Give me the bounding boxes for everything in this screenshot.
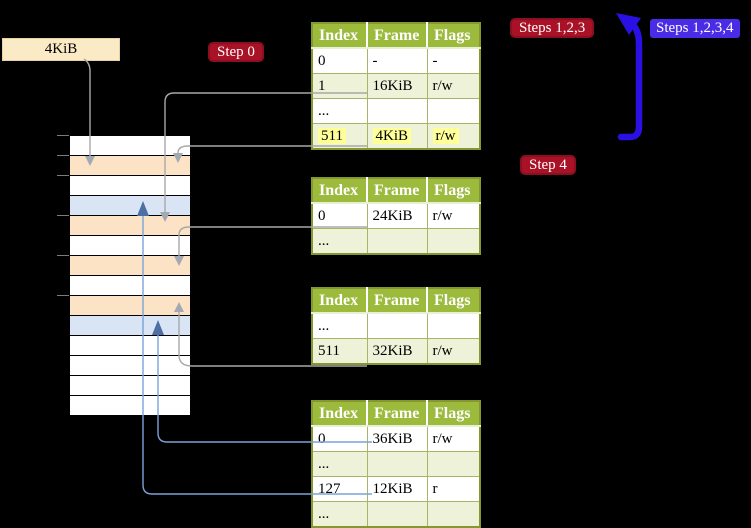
highlighted-value: r/w bbox=[432, 127, 459, 144]
address-tick bbox=[57, 155, 69, 156]
step4-badge: Step 4 bbox=[520, 155, 576, 175]
physical-memory-strip bbox=[70, 135, 190, 416]
table-cell bbox=[426, 501, 481, 528]
table-cell: 511 bbox=[311, 123, 368, 150]
column-header-flags: Flags bbox=[427, 23, 480, 49]
column-header-flags: Flags bbox=[427, 401, 480, 427]
column-header-index: Index bbox=[312, 288, 368, 314]
memory-frame-row-12 bbox=[70, 376, 190, 396]
steps-123-badge: Steps 1,2,3 bbox=[510, 18, 595, 38]
column-header-frame: Frame bbox=[367, 288, 428, 314]
memory-frame-row-2 bbox=[70, 176, 190, 196]
table-cell: 0 bbox=[311, 202, 368, 229]
table-cell bbox=[366, 98, 428, 124]
table-cell: ... bbox=[311, 501, 368, 528]
table-cell bbox=[366, 451, 428, 477]
table-cell: 511 bbox=[311, 338, 368, 365]
address-tick bbox=[57, 295, 69, 296]
table-cell: r/w bbox=[426, 338, 481, 365]
table-cell bbox=[366, 228, 428, 255]
table-row: ... bbox=[311, 98, 481, 124]
memory-frame-row-7 bbox=[70, 276, 190, 296]
table-row: ... bbox=[311, 451, 481, 477]
table-cell: - bbox=[366, 47, 428, 74]
table-cell bbox=[426, 451, 481, 477]
table-cell: 1 bbox=[311, 73, 368, 99]
address-tick bbox=[57, 215, 69, 216]
memory-frame-row-8 bbox=[70, 296, 190, 316]
memory-frame-row-11 bbox=[70, 356, 190, 376]
table-cell: 0 bbox=[311, 47, 368, 74]
virtual-page-box: 4KiB bbox=[2, 38, 120, 61]
memory-frame-row-3 bbox=[70, 196, 190, 216]
table-cell bbox=[366, 312, 428, 339]
steps-1234-badge: Steps 1,2,3,4 bbox=[650, 19, 740, 38]
column-header-frame: Frame bbox=[367, 401, 428, 427]
table-cell: r/w bbox=[426, 425, 481, 452]
column-header-flags: Flags bbox=[427, 288, 480, 314]
table-cell: 32KiB bbox=[366, 338, 428, 365]
table-cell bbox=[426, 312, 481, 339]
table-cell: ... bbox=[311, 312, 368, 339]
column-header-flags: Flags bbox=[427, 178, 480, 204]
memory-frame-row-1 bbox=[70, 156, 190, 176]
memory-frame-row-0 bbox=[70, 136, 190, 156]
address-tick bbox=[57, 175, 69, 176]
memory-frame-row-10 bbox=[70, 336, 190, 356]
table-cell bbox=[366, 501, 428, 528]
table-cell: 0 bbox=[311, 425, 368, 452]
table-row: ... bbox=[311, 312, 481, 339]
table-cell: 24KiB bbox=[366, 202, 428, 229]
table-cell: ... bbox=[311, 451, 368, 477]
table-cell: 4KiB bbox=[366, 123, 428, 150]
address-tick bbox=[57, 255, 69, 256]
highlighted-value: 511 bbox=[318, 127, 346, 144]
address-tick bbox=[57, 135, 69, 136]
table-cell: ... bbox=[311, 228, 368, 255]
memory-frame-row-4 bbox=[70, 216, 190, 236]
table-cell: 16KiB bbox=[366, 73, 428, 99]
table-cell: 12KiB bbox=[366, 476, 428, 502]
step0-badge: Step 0 bbox=[208, 42, 264, 62]
table-cell: r/w bbox=[426, 123, 481, 150]
column-header-index: Index bbox=[312, 178, 368, 204]
table-cell: 127 bbox=[311, 476, 368, 502]
memory-frame-row-9 bbox=[70, 316, 190, 336]
column-header-index: Index bbox=[312, 23, 368, 49]
column-header-index: Index bbox=[312, 401, 368, 427]
loop-back-arrow bbox=[617, 20, 643, 141]
memory-frame-row-5 bbox=[70, 236, 190, 256]
highlighted-value: 4KiB bbox=[372, 127, 412, 144]
table-row: 0-- bbox=[311, 47, 481, 74]
table-row: 511 4KiB r/w bbox=[311, 123, 481, 150]
table-cell bbox=[426, 98, 481, 124]
loop-back-arrowhead bbox=[616, 13, 641, 35]
table-cell: ... bbox=[311, 98, 368, 124]
table-cell: - bbox=[426, 47, 481, 74]
column-header-frame: Frame bbox=[367, 23, 428, 49]
table-cell: 36KiB bbox=[366, 425, 428, 452]
column-header-frame: Frame bbox=[367, 178, 428, 204]
memory-frame-row-13 bbox=[70, 396, 190, 416]
table-cell: r/w bbox=[426, 202, 481, 229]
table-cell bbox=[426, 228, 481, 255]
table-cell: r bbox=[426, 476, 481, 502]
table-row: ... bbox=[311, 501, 481, 528]
memory-frame-row-6 bbox=[70, 256, 190, 276]
table-row: ... bbox=[311, 228, 481, 255]
table-cell: r/w bbox=[426, 73, 481, 99]
